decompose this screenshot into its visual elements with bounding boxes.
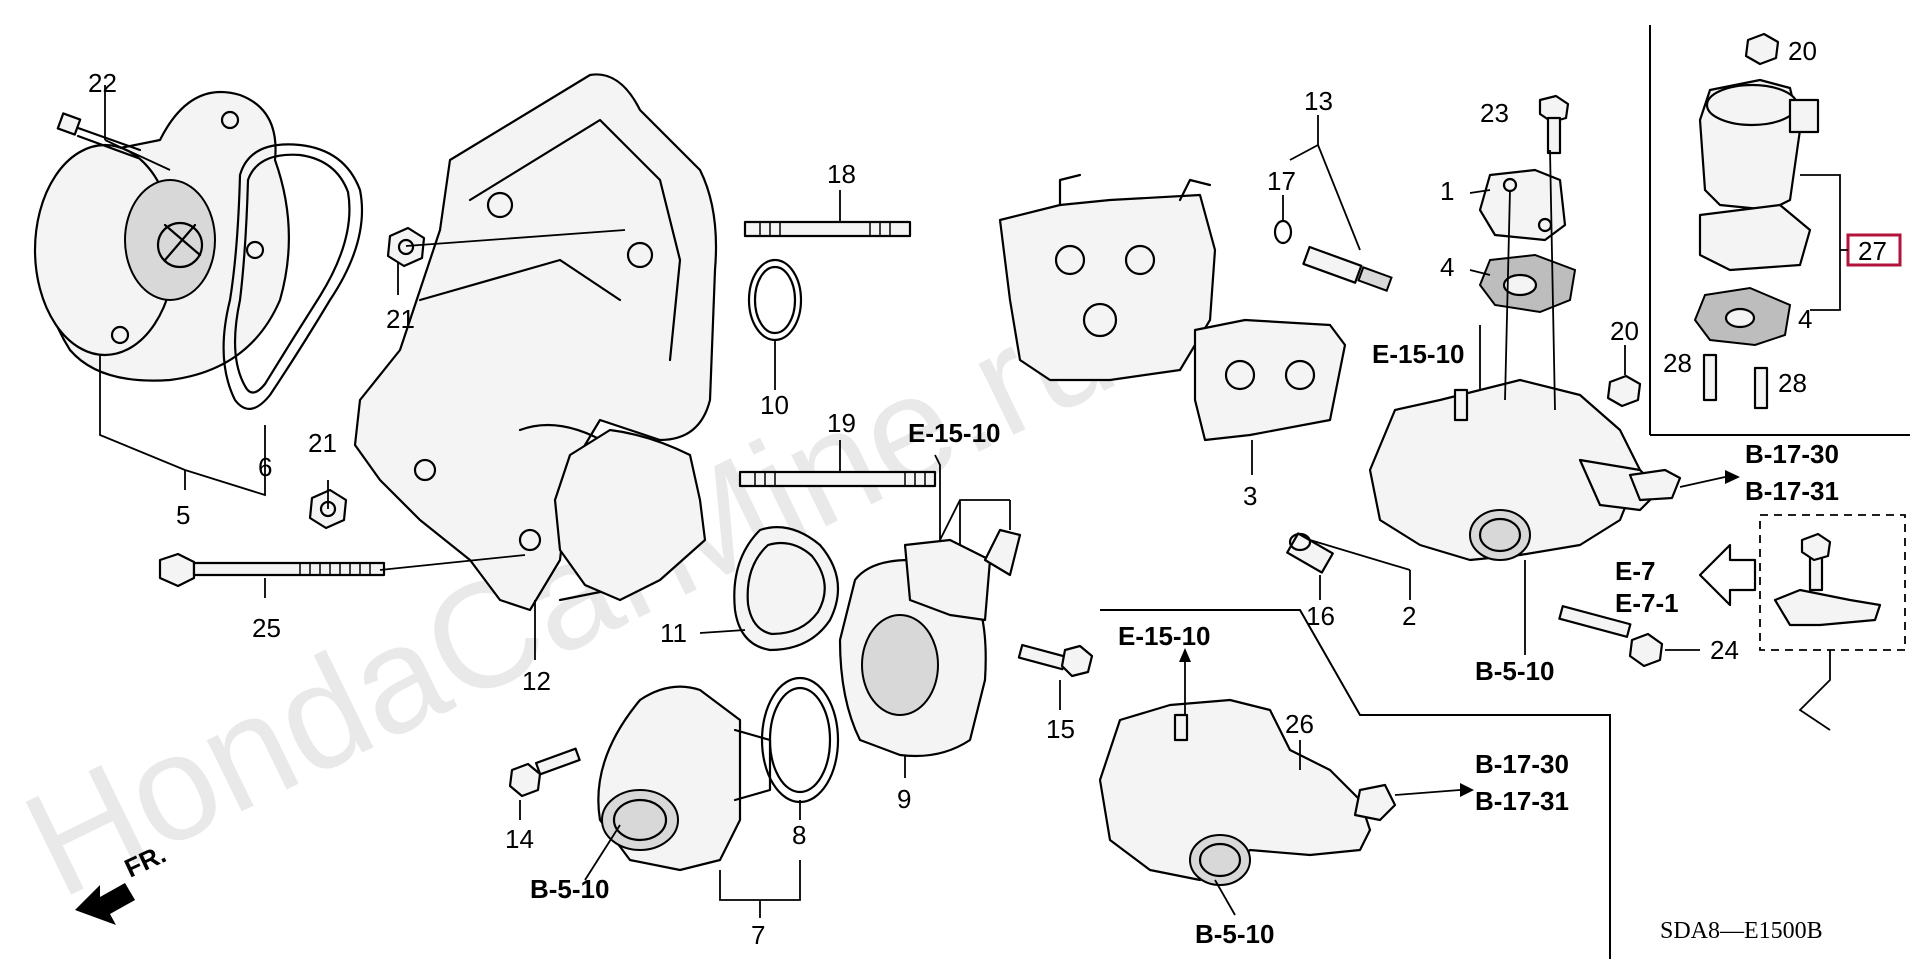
ref-b17-31-lower[interactable]: B-17-31: [1475, 786, 1569, 816]
bolt-25[interactable]: [158, 552, 386, 588]
housing-gasket[interactable]: [553, 428, 707, 602]
ref-e7-1[interactable]: E-7-1: [1615, 588, 1679, 618]
nut-20-right[interactable]: [1744, 32, 1780, 66]
label-17[interactable]: 17: [1267, 166, 1296, 196]
ref-e15-10-left[interactable]: E-15-10: [908, 418, 1001, 448]
label-13[interactable]: 13: [1304, 86, 1333, 116]
label-18[interactable]: 18: [827, 159, 856, 189]
label-16[interactable]: 16: [1306, 601, 1335, 631]
stud-28-right[interactable]: [1753, 366, 1769, 410]
nut-21-upper[interactable]: [386, 226, 426, 268]
leader-lines: [99, 85, 1848, 918]
water-passage-2[interactable]: [1368, 378, 1682, 562]
water-pump-assembly[interactable]: [33, 90, 290, 382]
label-9[interactable]: 9: [897, 784, 911, 814]
label-21-upper[interactable]: 21: [386, 304, 415, 334]
ref-b5-10-lower[interactable]: B-5-10: [1195, 919, 1274, 949]
thermostat-cover-7[interactable]: [597, 685, 772, 872]
label-21-lower[interactable]: 21: [308, 428, 337, 458]
nut-20-left[interactable]: [1606, 374, 1642, 408]
label-24[interactable]: 24: [1710, 635, 1739, 665]
label-26[interactable]: 26: [1285, 709, 1314, 739]
label-23[interactable]: 23: [1480, 98, 1509, 128]
water-pump-gasket[interactable]: [222, 143, 364, 410]
label-1[interactable]: 1: [1440, 176, 1454, 206]
label-5[interactable]: 5: [176, 500, 190, 530]
label-2[interactable]: 2: [1402, 601, 1416, 631]
label-22[interactable]: 22: [88, 68, 117, 98]
hollow-arrow-icon: [1698, 543, 1757, 607]
washer-17[interactable]: [1273, 219, 1293, 245]
label-28-right[interactable]: 28: [1778, 368, 1807, 398]
label-27[interactable]: 27: [1858, 236, 1887, 266]
egr-valve-27[interactable]: [1698, 78, 1820, 272]
label-14[interactable]: 14: [505, 824, 534, 854]
label-6[interactable]: 6: [258, 452, 272, 482]
bolt-23[interactable]: [1538, 94, 1570, 155]
label-3[interactable]: 3: [1243, 481, 1257, 511]
thermostat-housing-9[interactable]: [838, 528, 1022, 758]
water-outlet-housing[interactable]: [998, 173, 1217, 382]
label-4-right[interactable]: 4: [1798, 304, 1812, 334]
ref-b5-10-left[interactable]: B-5-10: [530, 874, 609, 904]
water-passage-26[interactable]: [1098, 698, 1397, 886]
o-ring-8[interactable]: [760, 676, 840, 804]
label-10[interactable]: 10: [760, 390, 789, 420]
pipe-16[interactable]: [1286, 532, 1334, 574]
drawing-code: SDA8—E1500B: [1660, 918, 1823, 944]
bolt-15[interactable]: [1017, 643, 1094, 678]
bolt-24[interactable]: [1558, 605, 1664, 668]
inset-e7-box[interactable]: [1759, 514, 1906, 651]
o-ring-10[interactable]: [747, 258, 803, 342]
label-20-right[interactable]: 20: [1788, 36, 1817, 66]
ref-b17-30-lower[interactable]: B-17-30: [1475, 749, 1569, 779]
ref-e7[interactable]: E-7: [1615, 556, 1655, 586]
ref-e15-10-mid[interactable]: E-15-10: [1372, 339, 1465, 369]
label-7[interactable]: 7: [751, 920, 765, 950]
ref-e15-10-lower[interactable]: E-15-10: [1118, 621, 1211, 651]
label-25[interactable]: 25: [252, 613, 281, 643]
label-4-left[interactable]: 4: [1440, 252, 1454, 282]
bolt-14[interactable]: [508, 747, 581, 798]
stud-19[interactable]: [738, 470, 937, 488]
ref-b17-30-right[interactable]: B-17-30: [1745, 439, 1839, 469]
label-11[interactable]: 11: [660, 618, 687, 648]
label-28-left[interactable]: 28: [1663, 348, 1692, 378]
label-20-left[interactable]: 20: [1610, 316, 1639, 346]
stud-18[interactable]: [743, 220, 912, 238]
ref-b17-31-right[interactable]: B-17-31: [1745, 476, 1839, 506]
gasket-3[interactable]: [1193, 318, 1347, 442]
label-8[interactable]: 8: [792, 820, 806, 850]
bolt-22[interactable]: [56, 112, 142, 160]
ref-b5-10-right[interactable]: B-5-10: [1475, 656, 1554, 686]
coolant-temp-sensor-13[interactable]: [1302, 245, 1393, 292]
label-19[interactable]: 19: [827, 408, 856, 438]
label-12[interactable]: 12: [522, 666, 551, 696]
label-15[interactable]: 15: [1046, 714, 1075, 744]
stud-28-left[interactable]: [1702, 353, 1718, 402]
cover-plate-1[interactable]: [1478, 168, 1567, 242]
